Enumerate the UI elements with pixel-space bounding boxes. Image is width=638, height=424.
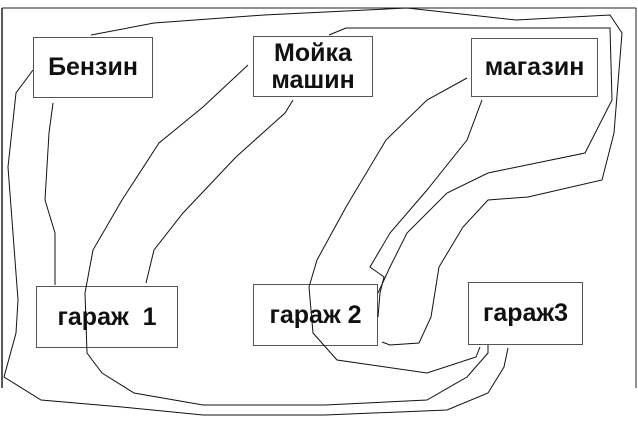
- node-label: гараж 2: [269, 300, 362, 329]
- node-shop: магазин: [471, 38, 598, 97]
- node-garage3: гараж3: [468, 282, 583, 345]
- path-benzin-garage1: [44, 102, 56, 285]
- path-benzin-garage3: [3, 69, 509, 416]
- node-label: машин: [271, 65, 355, 94]
- path-shop-garage2: [369, 99, 483, 318]
- path-carwash-garage2: [328, 27, 613, 294]
- node-benzin: Бензин: [33, 37, 153, 98]
- path-benzin-garage2: [90, 7, 623, 346]
- node-label: гараж 1: [57, 302, 157, 331]
- node-label: гараж3: [482, 299, 569, 327]
- path-carwash-garage1: [145, 99, 294, 284]
- node-label: Мойка: [274, 38, 352, 67]
- node-label: Бензин: [48, 53, 138, 81]
- path-carwash-garage3: [84, 64, 489, 406]
- node-garage1: гараж 1: [36, 286, 178, 348]
- path-shop-garage3: [308, 77, 481, 374]
- node-label: магазин: [484, 53, 585, 81]
